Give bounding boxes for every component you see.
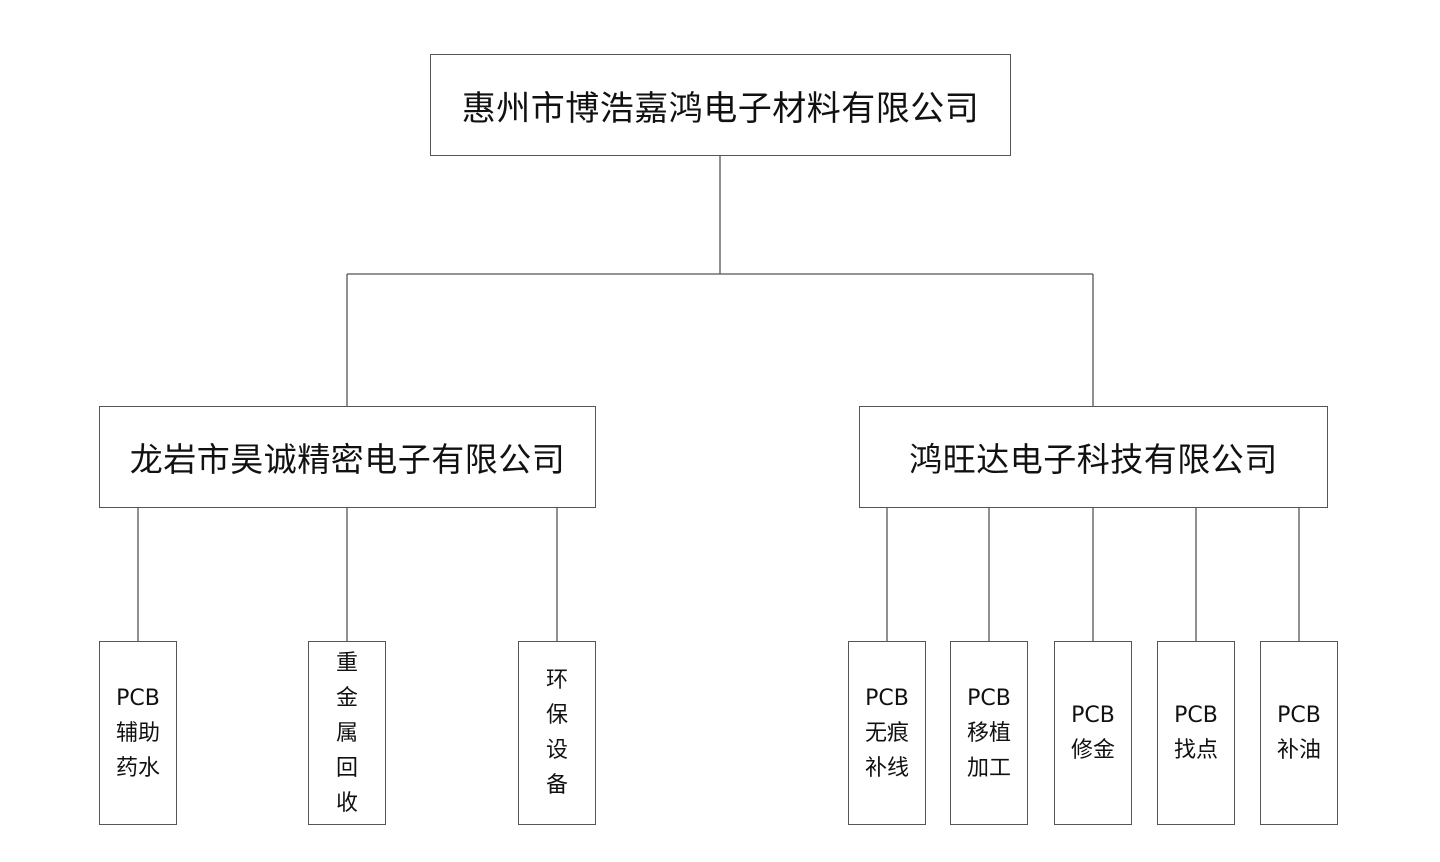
unit-label: PCB找点 — [1173, 703, 1218, 763]
root-company-box: 惠州市博浩嘉鸿电子材料有限公司 — [430, 54, 1011, 156]
unit-label: PCB辅助药水 — [115, 685, 160, 781]
subsidiary-label-longyan: 龙岩市昊诚精密电子有限公司 — [129, 440, 566, 479]
unit-label: 环保设备 — [545, 668, 568, 798]
unit-box: 重金属回收 — [308, 641, 386, 825]
unit-box: PCB移植加工 — [950, 641, 1028, 825]
unit-label: PCB修金 — [1070, 703, 1115, 763]
subsidiary-box-hongwangda: 鸿旺达电子科技有限公司 — [859, 406, 1328, 508]
unit-box: PCB修金 — [1054, 641, 1132, 825]
unit-box: PCB补油 — [1260, 641, 1338, 825]
unit-box: PCB辅助药水 — [99, 641, 177, 825]
unit-label: PCB移植加工 — [966, 685, 1011, 781]
unit-label: 重金属回收 — [335, 650, 358, 816]
subsidiary-box-longyan: 龙岩市昊诚精密电子有限公司 — [99, 406, 596, 508]
subsidiary-label-hongwangda: 鸿旺达电子科技有限公司 — [909, 440, 1278, 479]
unit-box: 环保设备 — [518, 641, 596, 825]
unit-box: PCB找点 — [1157, 641, 1235, 825]
unit-label: PCB无痕补线 — [864, 685, 909, 781]
unit-box: PCB无痕补线 — [848, 641, 926, 825]
root-company-label: 惠州市博浩嘉鸿电子材料有限公司 — [461, 88, 980, 129]
unit-label: PCB补油 — [1276, 703, 1321, 763]
